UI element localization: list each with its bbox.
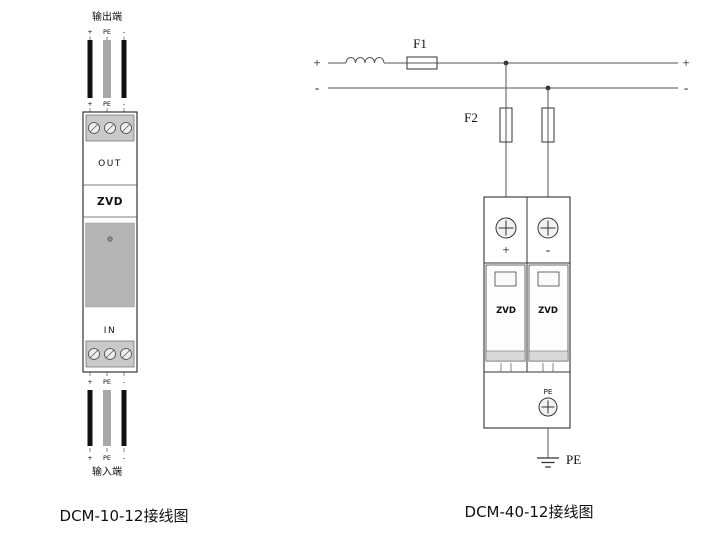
- pe-terminal-screw-icon: [538, 397, 558, 417]
- top-module-terminal-marks: + PE -: [87, 100, 126, 112]
- dcm-10-12-diagram: 输出端 + PE - + PE -: [60, 10, 189, 525]
- minus-terminal-screw-icon: [537, 217, 559, 239]
- module-bottom-terminal-block: [85, 340, 135, 368]
- spd-module-right: ZVD: [528, 264, 569, 362]
- mark-pe: PE: [103, 454, 111, 462]
- mark-pe: PE: [103, 100, 111, 108]
- input-terminal-label: 输入端: [92, 465, 122, 478]
- module-top-terminal-block: [85, 114, 135, 142]
- mark-minus: -: [123, 378, 126, 386]
- surge-protector-device: + - ZVD ZVD PE: [483, 196, 571, 429]
- indicator-dot: [107, 236, 113, 242]
- mark-plus: +: [87, 378, 92, 386]
- line-minus-left: -: [315, 80, 319, 95]
- plus-terminal-screw-icon: [495, 217, 517, 239]
- pe-terminal-label: PE: [544, 388, 553, 396]
- mark-plus: +: [87, 454, 92, 462]
- top-outer-terminal-marks: + PE -: [87, 28, 126, 40]
- line-plus-left: +: [313, 55, 320, 70]
- mark-pe: PE: [103, 378, 111, 386]
- mark-minus: -: [123, 28, 126, 36]
- line-plus-right: +: [682, 55, 689, 70]
- status-window-icon: [494, 271, 517, 287]
- in-port-label: IN: [104, 326, 116, 336]
- dcm-40-12-diagram: + + F1 - - F2: [313, 36, 689, 521]
- spd-module-left: ZVD: [485, 264, 526, 362]
- mark-minus: -: [123, 454, 126, 462]
- fuse-f2-label: F2: [464, 110, 478, 125]
- screw-terminal-icon: [88, 348, 132, 360]
- terminal-plus-label: +: [502, 242, 509, 257]
- input-wires: [87, 390, 127, 446]
- line-minus-right: -: [684, 80, 688, 95]
- module-brand-label: ZVD: [496, 306, 516, 316]
- screw-terminal-icon: [88, 122, 132, 134]
- module-face: [85, 222, 135, 308]
- output-terminal-label: 输出端: [92, 10, 122, 23]
- ground-icon: [537, 457, 559, 468]
- din-rail-module: OUT ZVD IN: [82, 111, 138, 373]
- negative-conductor: [328, 85, 678, 91]
- mark-plus: +: [87, 100, 92, 108]
- mark-minus: -: [123, 100, 126, 108]
- terminal-minus-label: -: [546, 242, 550, 257]
- bottom-module-terminal-marks: + PE -: [87, 372, 126, 386]
- f2-fuse-branch: [499, 63, 555, 197]
- module-brand-label: ZVD: [538, 306, 558, 316]
- brand-label: ZVD: [97, 196, 123, 208]
- inductor-icon: [345, 57, 385, 64]
- status-window-icon: [537, 271, 560, 287]
- module-feet: [500, 363, 554, 372]
- earth-ground: [537, 428, 559, 468]
- caption-dcm-10-12: DCM-10-12接线图: [60, 507, 189, 525]
- output-wires: [87, 40, 127, 98]
- pe-ground-label: PE: [566, 452, 581, 467]
- caption-dcm-40-12: DCM-40-12接线图: [465, 503, 594, 521]
- mark-plus: +: [87, 28, 92, 36]
- positive-conductor: [328, 56, 678, 70]
- bottom-outer-terminal-marks: + PE -: [87, 448, 126, 462]
- mark-pe: PE: [103, 28, 111, 36]
- out-port-label: OUT: [98, 159, 122, 169]
- fuse-f1-label: F1: [413, 36, 427, 51]
